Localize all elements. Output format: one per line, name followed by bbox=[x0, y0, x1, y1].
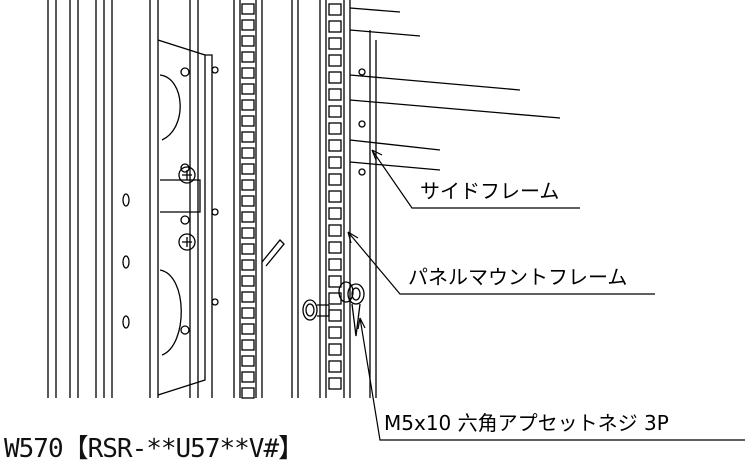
square-hole bbox=[328, 20, 342, 33]
square-hole bbox=[328, 37, 342, 50]
square-hole bbox=[328, 88, 342, 101]
square-hole bbox=[241, 35, 255, 47]
square-hole bbox=[241, 211, 255, 223]
square-hole bbox=[241, 387, 255, 399]
square-hole bbox=[328, 326, 342, 339]
left-frame-lines bbox=[47, 0, 113, 398]
square-hole bbox=[328, 190, 342, 203]
square-hole bbox=[241, 99, 255, 111]
square-hole bbox=[328, 71, 342, 84]
square-hole bbox=[241, 179, 255, 191]
rail-hook bbox=[261, 239, 285, 267]
square-hole bbox=[241, 19, 255, 31]
hex-screws bbox=[302, 281, 365, 337]
screw-label: M5x10 六角アプセットネジ 3P bbox=[384, 411, 669, 435]
square-hole bbox=[241, 227, 255, 239]
square-hole bbox=[328, 258, 342, 271]
square-hole bbox=[241, 51, 255, 63]
oval-holes bbox=[122, 193, 130, 329]
square-hole bbox=[241, 115, 255, 127]
square-hole bbox=[328, 207, 342, 220]
square-hole bbox=[241, 147, 255, 159]
square-hole bbox=[241, 339, 255, 351]
square-hole bbox=[241, 371, 255, 383]
square-hole bbox=[241, 83, 255, 95]
square-hole bbox=[241, 3, 255, 15]
square-hole bbox=[241, 355, 255, 367]
square-hole bbox=[328, 139, 342, 152]
square-hole bbox=[328, 275, 342, 288]
square-hole bbox=[241, 323, 255, 335]
square-hole bbox=[328, 224, 342, 237]
square-hole bbox=[241, 275, 255, 287]
square-hole bbox=[241, 131, 255, 143]
square-hole bbox=[241, 67, 255, 79]
panel-mount-rail bbox=[291, 0, 351, 398]
square-hole bbox=[328, 105, 342, 118]
middle-rail bbox=[233, 0, 263, 399]
callout-leaders bbox=[347, 149, 745, 441]
square-hole bbox=[241, 163, 255, 175]
square-hole bbox=[241, 291, 255, 303]
square-hole bbox=[241, 195, 255, 207]
square-hole bbox=[328, 122, 342, 135]
square-hole bbox=[328, 343, 342, 356]
square-hole bbox=[328, 241, 342, 254]
left-bracket bbox=[149, 0, 219, 398]
square-hole bbox=[328, 173, 342, 186]
square-hole bbox=[241, 243, 255, 255]
model-caption: W570【RSR-**U57**V#】 bbox=[4, 434, 304, 464]
side-frame-label: サイドフレーム bbox=[420, 179, 559, 203]
square-hole bbox=[328, 156, 342, 169]
square-hole bbox=[328, 54, 342, 67]
square-hole bbox=[328, 360, 342, 373]
square-hole bbox=[328, 377, 342, 390]
square-hole bbox=[328, 3, 342, 16]
square-hole bbox=[241, 259, 255, 271]
panel-mount-frame-label: パネルマウントフレーム bbox=[408, 265, 627, 289]
side-frame bbox=[349, 7, 561, 398]
square-hole bbox=[241, 307, 255, 319]
square-hole bbox=[328, 309, 342, 322]
